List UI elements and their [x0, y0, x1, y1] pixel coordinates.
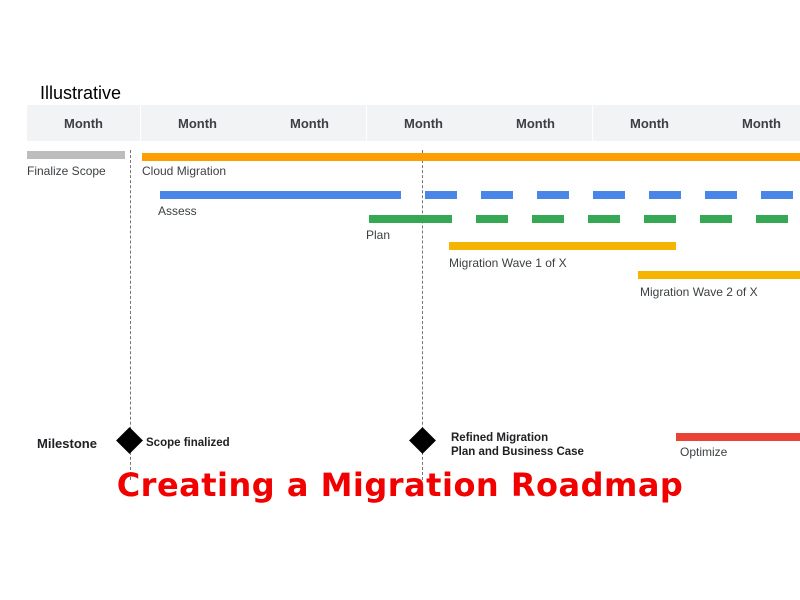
plan-dash-segment — [532, 215, 564, 223]
assess-dash-segment — [593, 191, 625, 199]
month-header-1: Month — [64, 115, 103, 131]
illustrative-label: Illustrative — [40, 83, 122, 103]
assess-dash-segment — [481, 191, 513, 199]
month-header-3: Month — [290, 115, 329, 131]
optimize-bar — [676, 433, 800, 441]
plan-label: Plan — [366, 228, 391, 242]
milestone-diamond-1 — [116, 427, 143, 454]
milestone-2-label-line2: Plan and Business Case — [451, 446, 584, 458]
assess-label: Assess — [158, 204, 197, 218]
headline-title: Creating a Migration Roadmap — [116, 466, 684, 504]
wave2-bar — [638, 271, 800, 279]
month-header-2: Month — [140, 105, 254, 141]
plan-dash-segment — [644, 215, 676, 223]
plan-bar — [369, 215, 452, 223]
month-header-band: Month Month Month Month Month Month Mont… — [27, 105, 800, 141]
month-header-6: Month — [592, 105, 706, 141]
finalize-scope-bar — [27, 151, 125, 159]
plan-dash-segment — [700, 215, 732, 223]
milestone-title: Milestone — [37, 436, 97, 451]
milestone-1-label: Scope finalized — [146, 437, 230, 449]
optimize-label: Optimize — [680, 445, 728, 459]
milestone-diamond-2 — [409, 427, 436, 454]
month-header-7: Month — [742, 115, 781, 131]
wave2-label: Migration Wave 2 of X — [640, 285, 758, 299]
assess-dash-segment — [761, 191, 793, 199]
assess-dash-segment — [425, 191, 457, 199]
assess-dash-segment — [649, 191, 681, 199]
wave1-label: Migration Wave 1 of X — [449, 256, 567, 270]
plan-dash-segment — [756, 215, 788, 223]
month-header-4: Month — [366, 105, 480, 141]
assess-dash-segment — [537, 191, 569, 199]
wave1-bar — [449, 242, 676, 250]
month-header-5: Month — [516, 115, 555, 131]
cloud-migration-label: Cloud Migration — [142, 164, 227, 178]
assess-dash-segment — [705, 191, 737, 199]
milestone-2-label-line1: Refined Migration — [451, 432, 549, 444]
plan-dash-segment — [476, 215, 508, 223]
finalize-scope-label: Finalize Scope — [27, 164, 106, 178]
cloud-migration-bar — [142, 153, 800, 161]
plan-dash-segment — [588, 215, 620, 223]
milestone-guide-line-1 — [130, 150, 131, 480]
assess-bar — [160, 191, 401, 199]
milestone-guide-line-2 — [422, 150, 423, 480]
